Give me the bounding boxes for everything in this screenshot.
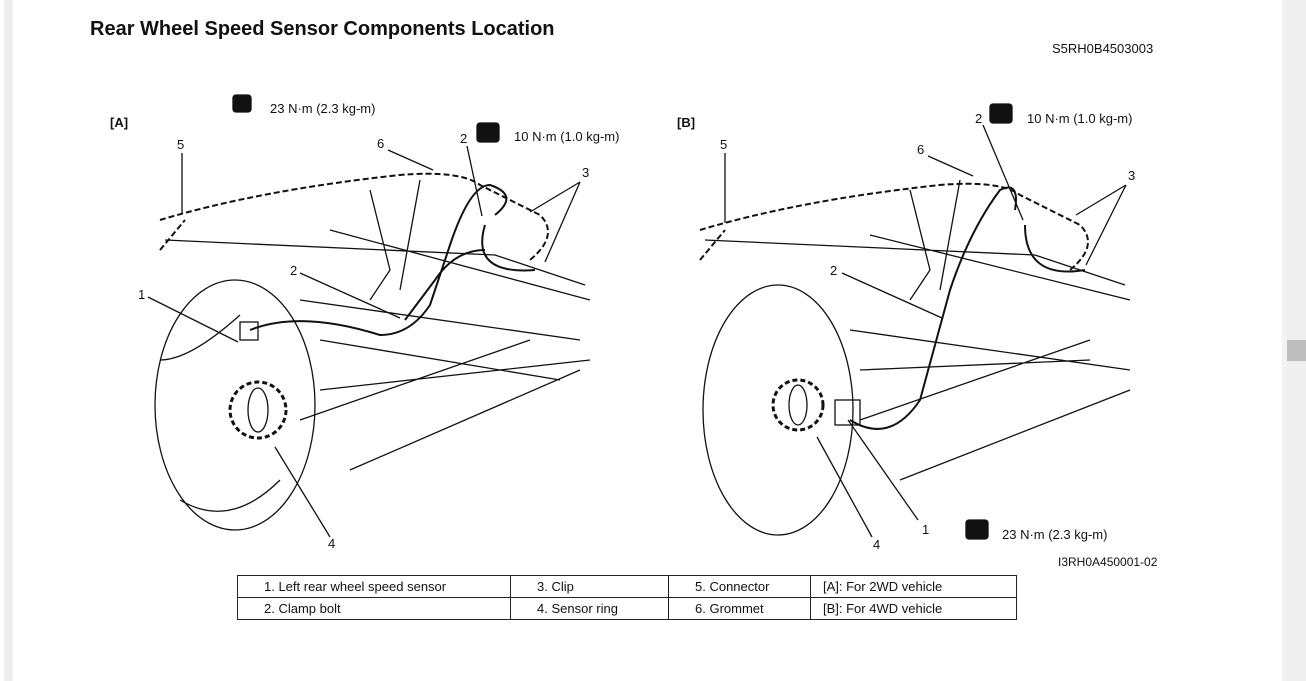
drum-edge — [159, 314, 281, 512]
diagram-line — [466, 145, 483, 217]
callout-number: 1 — [138, 287, 145, 302]
diagram-line — [387, 149, 434, 171]
torque-icon — [965, 519, 989, 540]
diagram-line — [1075, 184, 1127, 266]
legend-cell: 3. Clip — [510, 575, 669, 598]
callout-number: 3 — [582, 165, 589, 180]
panel-a: [A] 23 N·m (2.3 kg-m) 10 N·m (1.0 kg-m) … — [110, 94, 619, 551]
legend-cell: 4. Sensor ring — [510, 597, 669, 620]
torque-icon — [989, 103, 1013, 124]
harness-outline-b — [699, 182, 1089, 271]
suspension-lines — [164, 179, 591, 471]
torque-icon — [232, 94, 252, 113]
diagram-line — [274, 446, 331, 538]
sensor-harness-b — [849, 186, 1086, 430]
diagram-line — [147, 296, 239, 343]
sensor-harness-a — [249, 183, 536, 337]
callout-number: 2 — [460, 131, 467, 146]
legend-table: 1. Left rear wheel speed sensor 3. Clip … — [237, 575, 1017, 620]
diagram-line — [247, 387, 269, 433]
panel-b: [B] 10 N·m (1.0 kg-m) 23 N·m (2.3 kg-m) … — [677, 103, 1135, 552]
diagram-line — [788, 384, 808, 426]
brake-drum-b — [702, 284, 854, 536]
diagram-line — [982, 124, 1024, 221]
callout-number: 4 — [328, 536, 335, 551]
document-code: S5RH0B4503003 — [1052, 41, 1154, 56]
page-title: Rear Wheel Speed Sensor Components Locat… — [90, 18, 555, 40]
diagram-line — [841, 272, 943, 319]
diagram-line — [529, 181, 581, 263]
sensor-1-a — [239, 321, 259, 341]
callout-number: 3 — [1128, 168, 1135, 183]
scrollbar-thumb[interactable] — [1287, 340, 1306, 361]
torque-a-top: 23 N·m (2.3 kg-m) — [270, 101, 375, 116]
legend-cell: [B]: For 4WD vehicle — [810, 597, 1017, 620]
diagram-line — [299, 272, 401, 319]
table-row: 2. Clamp bolt 4. Sensor ring 6. Grommet … — [237, 597, 1017, 620]
callout-number: 6 — [377, 136, 384, 151]
torque-a-clamp: 10 N·m (1.0 kg-m) — [514, 129, 619, 144]
legend-cell: 5. Connector — [668, 575, 811, 598]
sensor-ring-a — [228, 380, 288, 440]
vertical-scrollbar[interactable] — [1287, 0, 1306, 681]
callout-number: 4 — [873, 537, 880, 552]
legend-cell: 6. Grommet — [668, 597, 811, 620]
callout-number: 5 — [177, 137, 184, 152]
callout-number: 1 — [922, 522, 929, 537]
suspension-lines — [704, 179, 1131, 481]
table-row: 1. Left rear wheel speed sensor 3. Clip … — [237, 575, 1017, 598]
torque-b-clamp: 10 N·m (1.0 kg-m) — [1027, 111, 1132, 126]
callout-number: 2 — [290, 263, 297, 278]
sensor-ring-b — [771, 378, 825, 432]
callout-number: 6 — [917, 142, 924, 157]
sensor-1-b — [834, 399, 861, 426]
harness-outline-a — [159, 172, 549, 261]
left-panel-edge — [4, 0, 13, 681]
callout-number: 5 — [720, 137, 727, 152]
diagram-line — [847, 419, 919, 521]
torque-icon — [476, 122, 500, 143]
legend-cell: [A]: For 2WD vehicle — [810, 575, 1017, 598]
callout-number: 2 — [830, 263, 837, 278]
diagram-line — [927, 155, 974, 177]
panel-a-label: [A] — [110, 115, 128, 130]
diagram-line — [816, 436, 873, 538]
legend-cell: 1. Left rear wheel speed sensor — [237, 575, 511, 598]
callout-number: 2 — [975, 111, 982, 126]
brake-drum-a — [154, 279, 316, 531]
right-divider — [1282, 0, 1287, 681]
panel-b-label: [B] — [677, 115, 695, 130]
torque-b-sensor: 23 N·m (2.3 kg-m) — [1002, 527, 1107, 542]
legend-cell: 2. Clamp bolt — [237, 597, 511, 620]
figure-code: I3RH0A450001-02 — [1058, 555, 1158, 569]
